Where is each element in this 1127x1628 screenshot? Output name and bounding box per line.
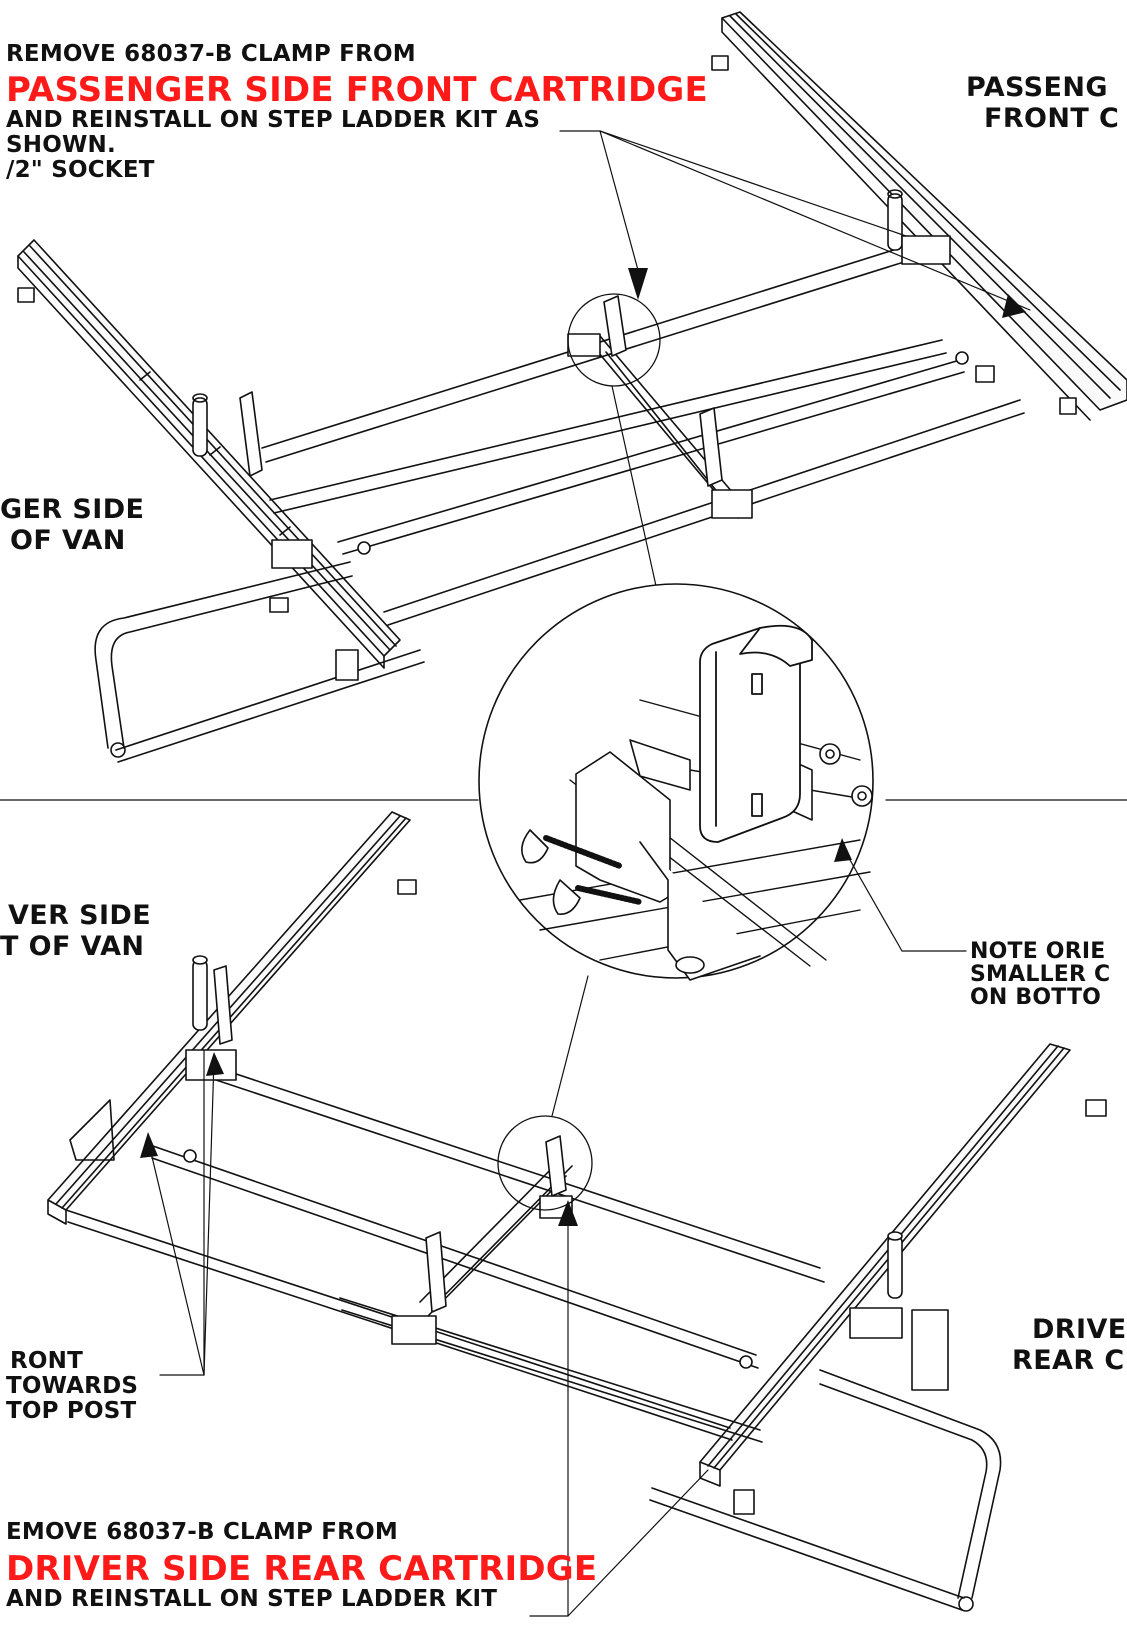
upper-rack-assembly (17, 11, 1127, 763)
upper-clamps (17, 55, 1077, 681)
top-instruction: REMOVE 68037-B CLAMP FROM PASSENGER SIDE… (6, 40, 708, 183)
passenger-front-label-line1: PASSENG (966, 72, 1108, 103)
front-label-line2: TOWARDS (6, 1373, 139, 1399)
lower-ladder-loop (649, 1369, 1002, 1612)
bottom-instruction: EMOVE 68037-B CLAMP FROM DRIVER SIDE REA… (6, 1520, 597, 1612)
passenger-front-label-line2: FRONT C (984, 103, 1120, 134)
top-instruction-highlight: PASSENGER SIDE FRONT CARTRIDGE (6, 70, 708, 110)
orientation-note: NOTE ORIE SMALLER C ON BOTTO (970, 940, 1110, 1009)
orientation-note-line1: NOTE ORIE (970, 939, 1106, 964)
passenger-rear-label-line2: OF VAN (10, 525, 126, 556)
top-instruction-line1: REMOVE 68037-B CLAMP FROM (6, 41, 416, 67)
top-instruction-line3: AND REINSTALL ON STEP LADDER KIT AS (6, 107, 541, 133)
lower-rack-assembly (47, 811, 1107, 1612)
passenger-rear-label: GER SIDE OF VAN (0, 494, 144, 556)
upper-right-rail (721, 11, 1127, 421)
orientation-note-line3: ON BOTTO (970, 985, 1102, 1010)
upper-posts (192, 189, 903, 487)
driver-front-label: VER SIDE T OF VAN (0, 900, 151, 962)
arrowheads (140, 268, 1026, 1226)
bottom-instruction-line3: AND REINSTALL ON STEP LADDER KIT (6, 1586, 498, 1612)
lower-posts (192, 955, 903, 1313)
front-towards-post-label: RONT TOWARDS TOP POST (0, 1349, 138, 1424)
lower-cross-tubes (65, 1061, 825, 1443)
orientation-note-line2: SMALLER C (970, 962, 1111, 987)
passenger-front-label: PASSENG FRONT C (966, 72, 1119, 134)
driver-rear-label-line1: DRIVE (1032, 1314, 1127, 1345)
lower-clamps (183, 879, 1107, 1515)
leader-lines (147, 130, 1031, 1617)
driver-front-label-line2: T OF VAN (0, 931, 145, 962)
driver-rear-label: DRIVE REAR C (1012, 1314, 1127, 1376)
driver-rear-label-line2: REAR C (1012, 1345, 1125, 1376)
upper-left-rail (17, 239, 401, 669)
lower-right-rail (699, 1043, 1071, 1487)
detail-view (0, 293, 1127, 1211)
upper-ladder-loop (94, 561, 425, 763)
front-label-line1: RONT (10, 1348, 84, 1374)
driver-front-label-line1: VER SIDE (8, 900, 152, 931)
bottom-instruction-highlight: DRIVER SIDE REAR CARTRIDGE (6, 1549, 598, 1589)
front-label-line3: TOP POST (6, 1398, 137, 1424)
lower-detail-circle (497, 1115, 593, 1211)
upper-detail-circle (567, 293, 661, 387)
top-instruction-line5: /2" SOCKET (6, 157, 155, 183)
top-instruction-line4: SHOWN. (6, 132, 116, 158)
bottom-instruction-line1: EMOVE 68037-B CLAMP FROM (6, 1519, 398, 1545)
passenger-rear-label-line1: GER SIDE (0, 494, 145, 525)
